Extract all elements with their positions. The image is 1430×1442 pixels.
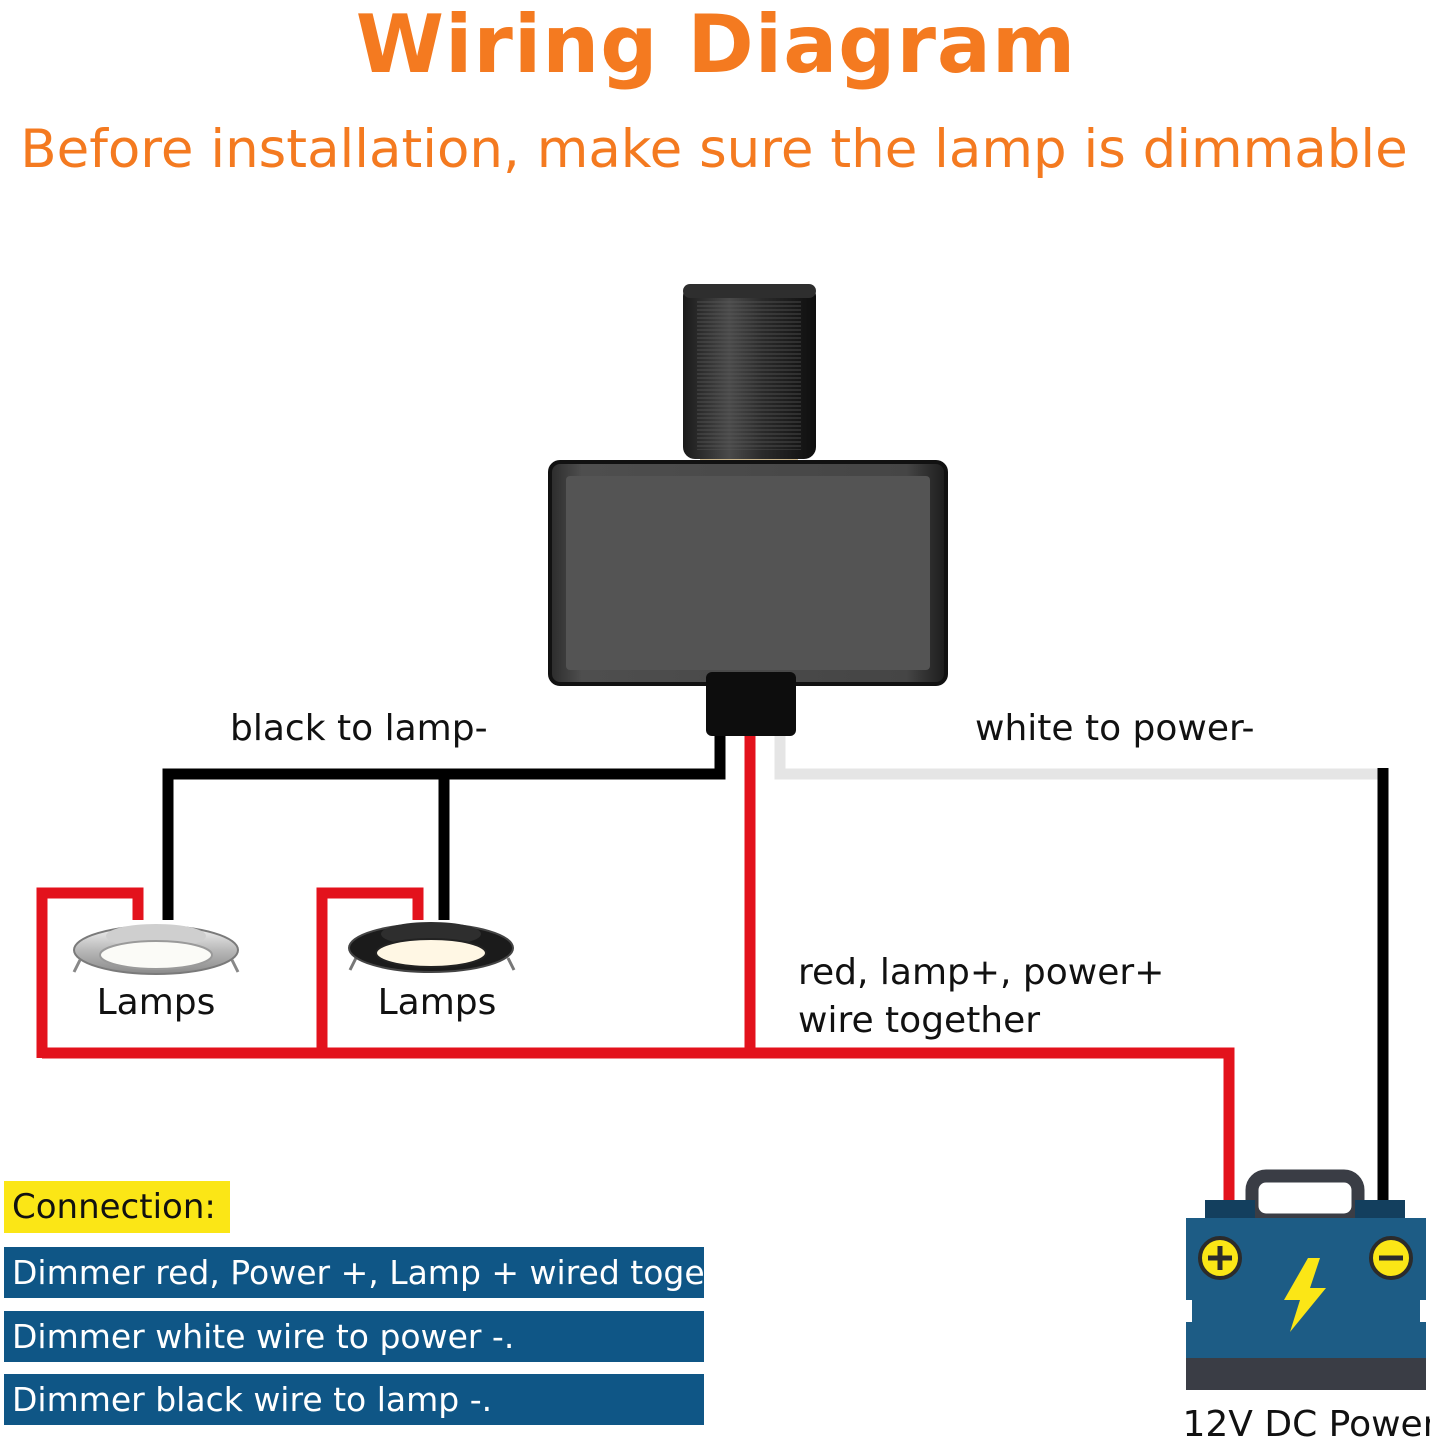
connection-line-1: Dimmer red, Power +, Lamp + wired togeth… — [4, 1247, 704, 1298]
plus-terminal-icon — [1198, 1236, 1242, 1280]
power-label: 12V DC Power — [1182, 1404, 1430, 1442]
black-wire-label: black to lamp- — [230, 708, 488, 749]
minus-terminal-icon — [1369, 1236, 1413, 1280]
red-wire-label-line2: wire together — [798, 1000, 1040, 1041]
black-recessed-lamp-icon — [348, 922, 516, 973]
connection-line-2: Dimmer white wire to power -. — [4, 1311, 704, 1362]
connection-heading: Connection: — [4, 1181, 230, 1233]
red-wire-lamp-left — [36, 887, 144, 1058]
lightning-bolt-icon — [1284, 1258, 1326, 1332]
wires — [36, 735, 1389, 1205]
page-title: Wiring Diagram — [356, 0, 1076, 91]
lamp-left-label: Lamps — [97, 982, 216, 1023]
red-wire-lamp-right — [316, 887, 424, 1058]
red-wire-bus — [42, 1047, 1235, 1205]
lamp-right-label: Lamps — [378, 982, 497, 1023]
white-wire-label: white to power- — [975, 708, 1255, 749]
white-wire — [774, 735, 1383, 780]
silver-recessed-lamp-icon — [72, 924, 240, 975]
red-wire-label-line1: red, lamp+, power+ — [798, 952, 1164, 993]
page-subtitle: Before installation, make sure the lamp … — [20, 119, 1408, 180]
dimmer-knob-icon — [548, 284, 948, 736]
connection-line-3: Dimmer black wire to lamp -. — [4, 1374, 704, 1425]
